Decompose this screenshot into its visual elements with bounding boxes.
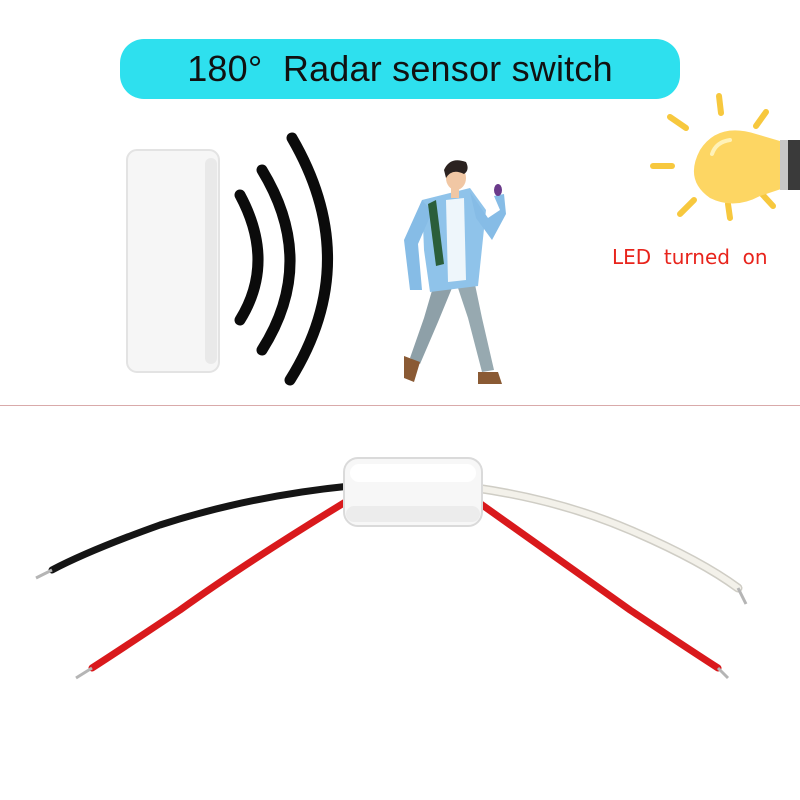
red-wire-left	[88, 494, 356, 672]
led-status-label: LED turned on	[612, 245, 768, 269]
walking-person	[404, 160, 506, 384]
red-wire-right	[474, 498, 722, 672]
white-wire	[471, 483, 743, 593]
title-banner: 180° Radar sensor switch	[120, 39, 680, 99]
radar-sensor-device	[126, 149, 220, 373]
section-divider	[0, 405, 800, 406]
top-illustration	[126, 93, 800, 386]
black-wire	[48, 482, 354, 574]
light-bulb-icon	[650, 93, 800, 221]
title-text: 180° Radar sensor switch	[187, 48, 613, 89]
sensor-module-with-wires	[35, 457, 748, 680]
radar-wave-icon	[234, 132, 333, 386]
